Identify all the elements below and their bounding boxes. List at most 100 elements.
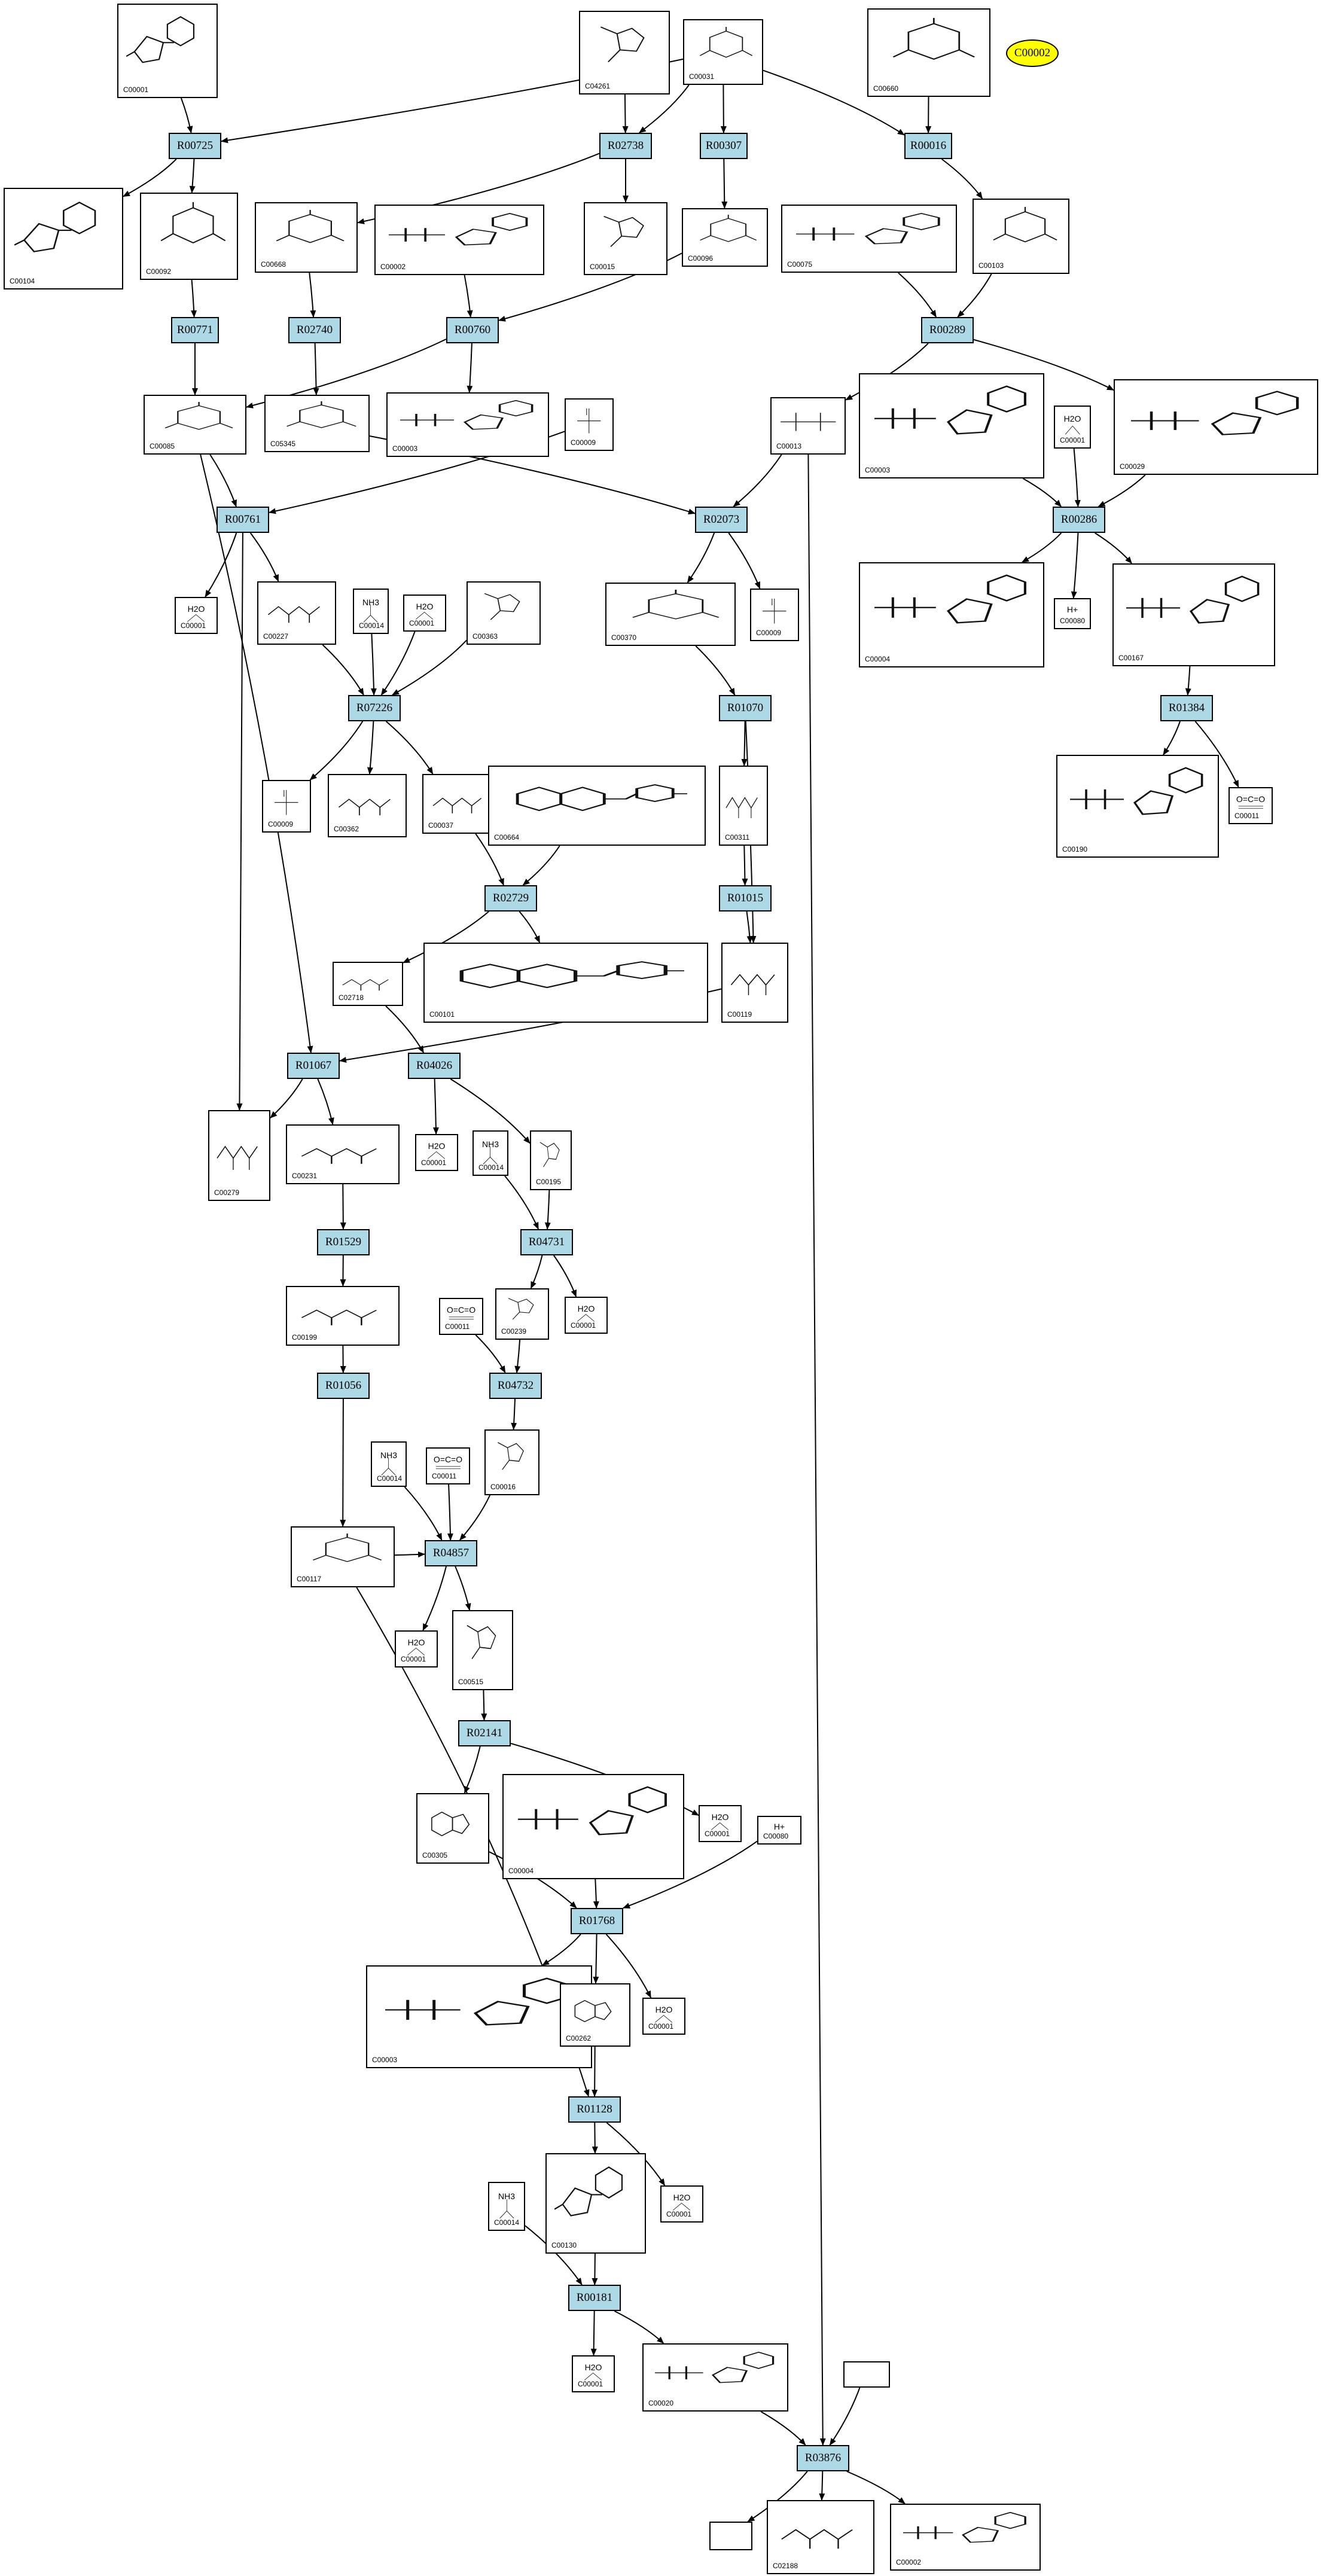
- compound-box[interactable]: C00029: [1114, 379, 1318, 475]
- compound-box[interactable]: C00668: [255, 202, 358, 273]
- compound-box[interactable]: C00013: [770, 397, 846, 455]
- reaction-node[interactable]: R02740: [288, 317, 341, 343]
- reaction-node[interactable]: R00181: [568, 2285, 621, 2311]
- compound-box[interactable]: C00362: [328, 774, 407, 837]
- compound-box[interactable]: C00009: [750, 589, 799, 641]
- compound-box[interactable]: C00231: [286, 1124, 400, 1184]
- reaction-node[interactable]: R00725: [169, 133, 221, 159]
- compound-box[interactable]: C00195: [530, 1130, 572, 1190]
- compound-box[interactable]: C00016: [484, 1429, 539, 1495]
- compound-box[interactable]: C02718: [333, 962, 403, 1006]
- compound-box[interactable]: C00311: [719, 766, 768, 846]
- reaction-node[interactable]: R00289: [921, 317, 974, 343]
- compound-box[interactable]: C00001: [117, 4, 218, 98]
- compound-box[interactable]: C00664: [488, 766, 706, 846]
- compound-box[interactable]: C00103: [973, 199, 1069, 274]
- reaction-node[interactable]: R01128: [568, 2096, 621, 2123]
- reaction-node[interactable]: R01056: [317, 1373, 370, 1399]
- compound-box[interactable]: C00227: [257, 581, 336, 645]
- compound-box[interactable]: C00002: [890, 2504, 1041, 2571]
- reaction-node[interactable]: R01384: [1160, 695, 1213, 721]
- reaction-node[interactable]: R04732: [489, 1373, 542, 1399]
- reaction-node[interactable]: R02073: [695, 507, 748, 533]
- compound-box[interactable]: C00104: [4, 188, 123, 289]
- compound-box[interactable]: C00119: [721, 943, 788, 1023]
- compound-box[interactable]: C00130: [545, 2153, 646, 2254]
- reaction-node[interactable]: R01768: [571, 1908, 623, 1934]
- compound-box[interactable]: C00003: [386, 392, 549, 457]
- compound-box[interactable]: H+C00080: [1054, 598, 1091, 629]
- reaction-node[interactable]: R00307: [700, 133, 748, 159]
- reaction-node[interactable]: R00761: [217, 507, 269, 533]
- reaction-node[interactable]: R01067: [287, 1053, 340, 1079]
- reaction-node[interactable]: R00286: [1053, 507, 1105, 533]
- reaction-node[interactable]: R01529: [317, 1229, 370, 1255]
- compound-box[interactable]: C00015: [584, 202, 667, 275]
- compound-box[interactable]: C00020: [642, 2343, 788, 2412]
- compound-box[interactable]: [843, 2361, 890, 2388]
- compound-box[interactable]: C00199: [286, 1286, 400, 1346]
- compound-box[interactable]: C00037: [422, 774, 496, 834]
- compound-box[interactable]: C00101: [423, 943, 708, 1023]
- compound-box[interactable]: C05345: [264, 395, 370, 452]
- compound-box[interactable]: C00660: [867, 8, 990, 97]
- reaction-node[interactable]: R00016: [904, 133, 952, 159]
- compound-box[interactable]: H+C00080: [757, 1816, 801, 1845]
- compound-box[interactable]: C00167: [1112, 563, 1275, 666]
- compound-box[interactable]: C00262: [560, 1983, 630, 2047]
- reaction-node[interactable]: R02141: [458, 1720, 511, 1746]
- reaction-node[interactable]: R00760: [446, 317, 499, 343]
- compound-box[interactable]: C00075: [781, 205, 957, 273]
- compound-box[interactable]: C00009: [262, 780, 311, 833]
- reaction-node[interactable]: R04731: [520, 1229, 573, 1255]
- reaction-node[interactable]: R04857: [425, 1540, 477, 1566]
- compound-box[interactable]: C00305: [416, 1793, 489, 1864]
- reaction-node[interactable]: R02738: [599, 133, 652, 159]
- compound-box[interactable]: C00004: [859, 562, 1044, 667]
- compound-box[interactable]: C00003: [366, 1965, 592, 2068]
- reaction-node[interactable]: R00771: [171, 317, 219, 343]
- compound-box[interactable]: C00096: [682, 208, 768, 267]
- compound-box[interactable]: C00190: [1056, 755, 1219, 858]
- compound-box[interactable]: C00370: [605, 583, 736, 646]
- compound-box[interactable]: C00092: [140, 193, 238, 280]
- compound-box[interactable]: C00002: [374, 205, 544, 275]
- compound-box[interactable]: C00031: [683, 19, 763, 85]
- reaction-node[interactable]: R04026: [408, 1053, 461, 1079]
- reaction-node[interactable]: R02729: [484, 885, 537, 911]
- compound-box[interactable]: C00279: [208, 1110, 270, 1201]
- compound-box[interactable]: C00515: [452, 1610, 513, 1690]
- reaction-node[interactable]: R03876: [797, 2445, 849, 2471]
- highlight-oval[interactable]: C00002: [1006, 39, 1059, 67]
- compound-box[interactable]: C02188: [767, 2500, 874, 2574]
- compound-box[interactable]: C00003: [859, 373, 1044, 478]
- reaction-node[interactable]: R07226: [348, 695, 401, 721]
- compound-box[interactable]: C00085: [144, 395, 246, 455]
- compound-box[interactable]: [709, 2522, 752, 2550]
- compound-box[interactable]: C00009: [565, 398, 614, 451]
- compound-box[interactable]: C00004: [502, 1774, 684, 1879]
- reaction-node[interactable]: R01070: [719, 695, 772, 721]
- compound-box[interactable]: C04261: [579, 11, 670, 94]
- compound-box[interactable]: C00117: [291, 1526, 395, 1587]
- reaction-node[interactable]: R01015: [719, 885, 772, 911]
- compound-box[interactable]: C00239: [495, 1288, 549, 1340]
- compound-box[interactable]: C00363: [467, 581, 541, 645]
